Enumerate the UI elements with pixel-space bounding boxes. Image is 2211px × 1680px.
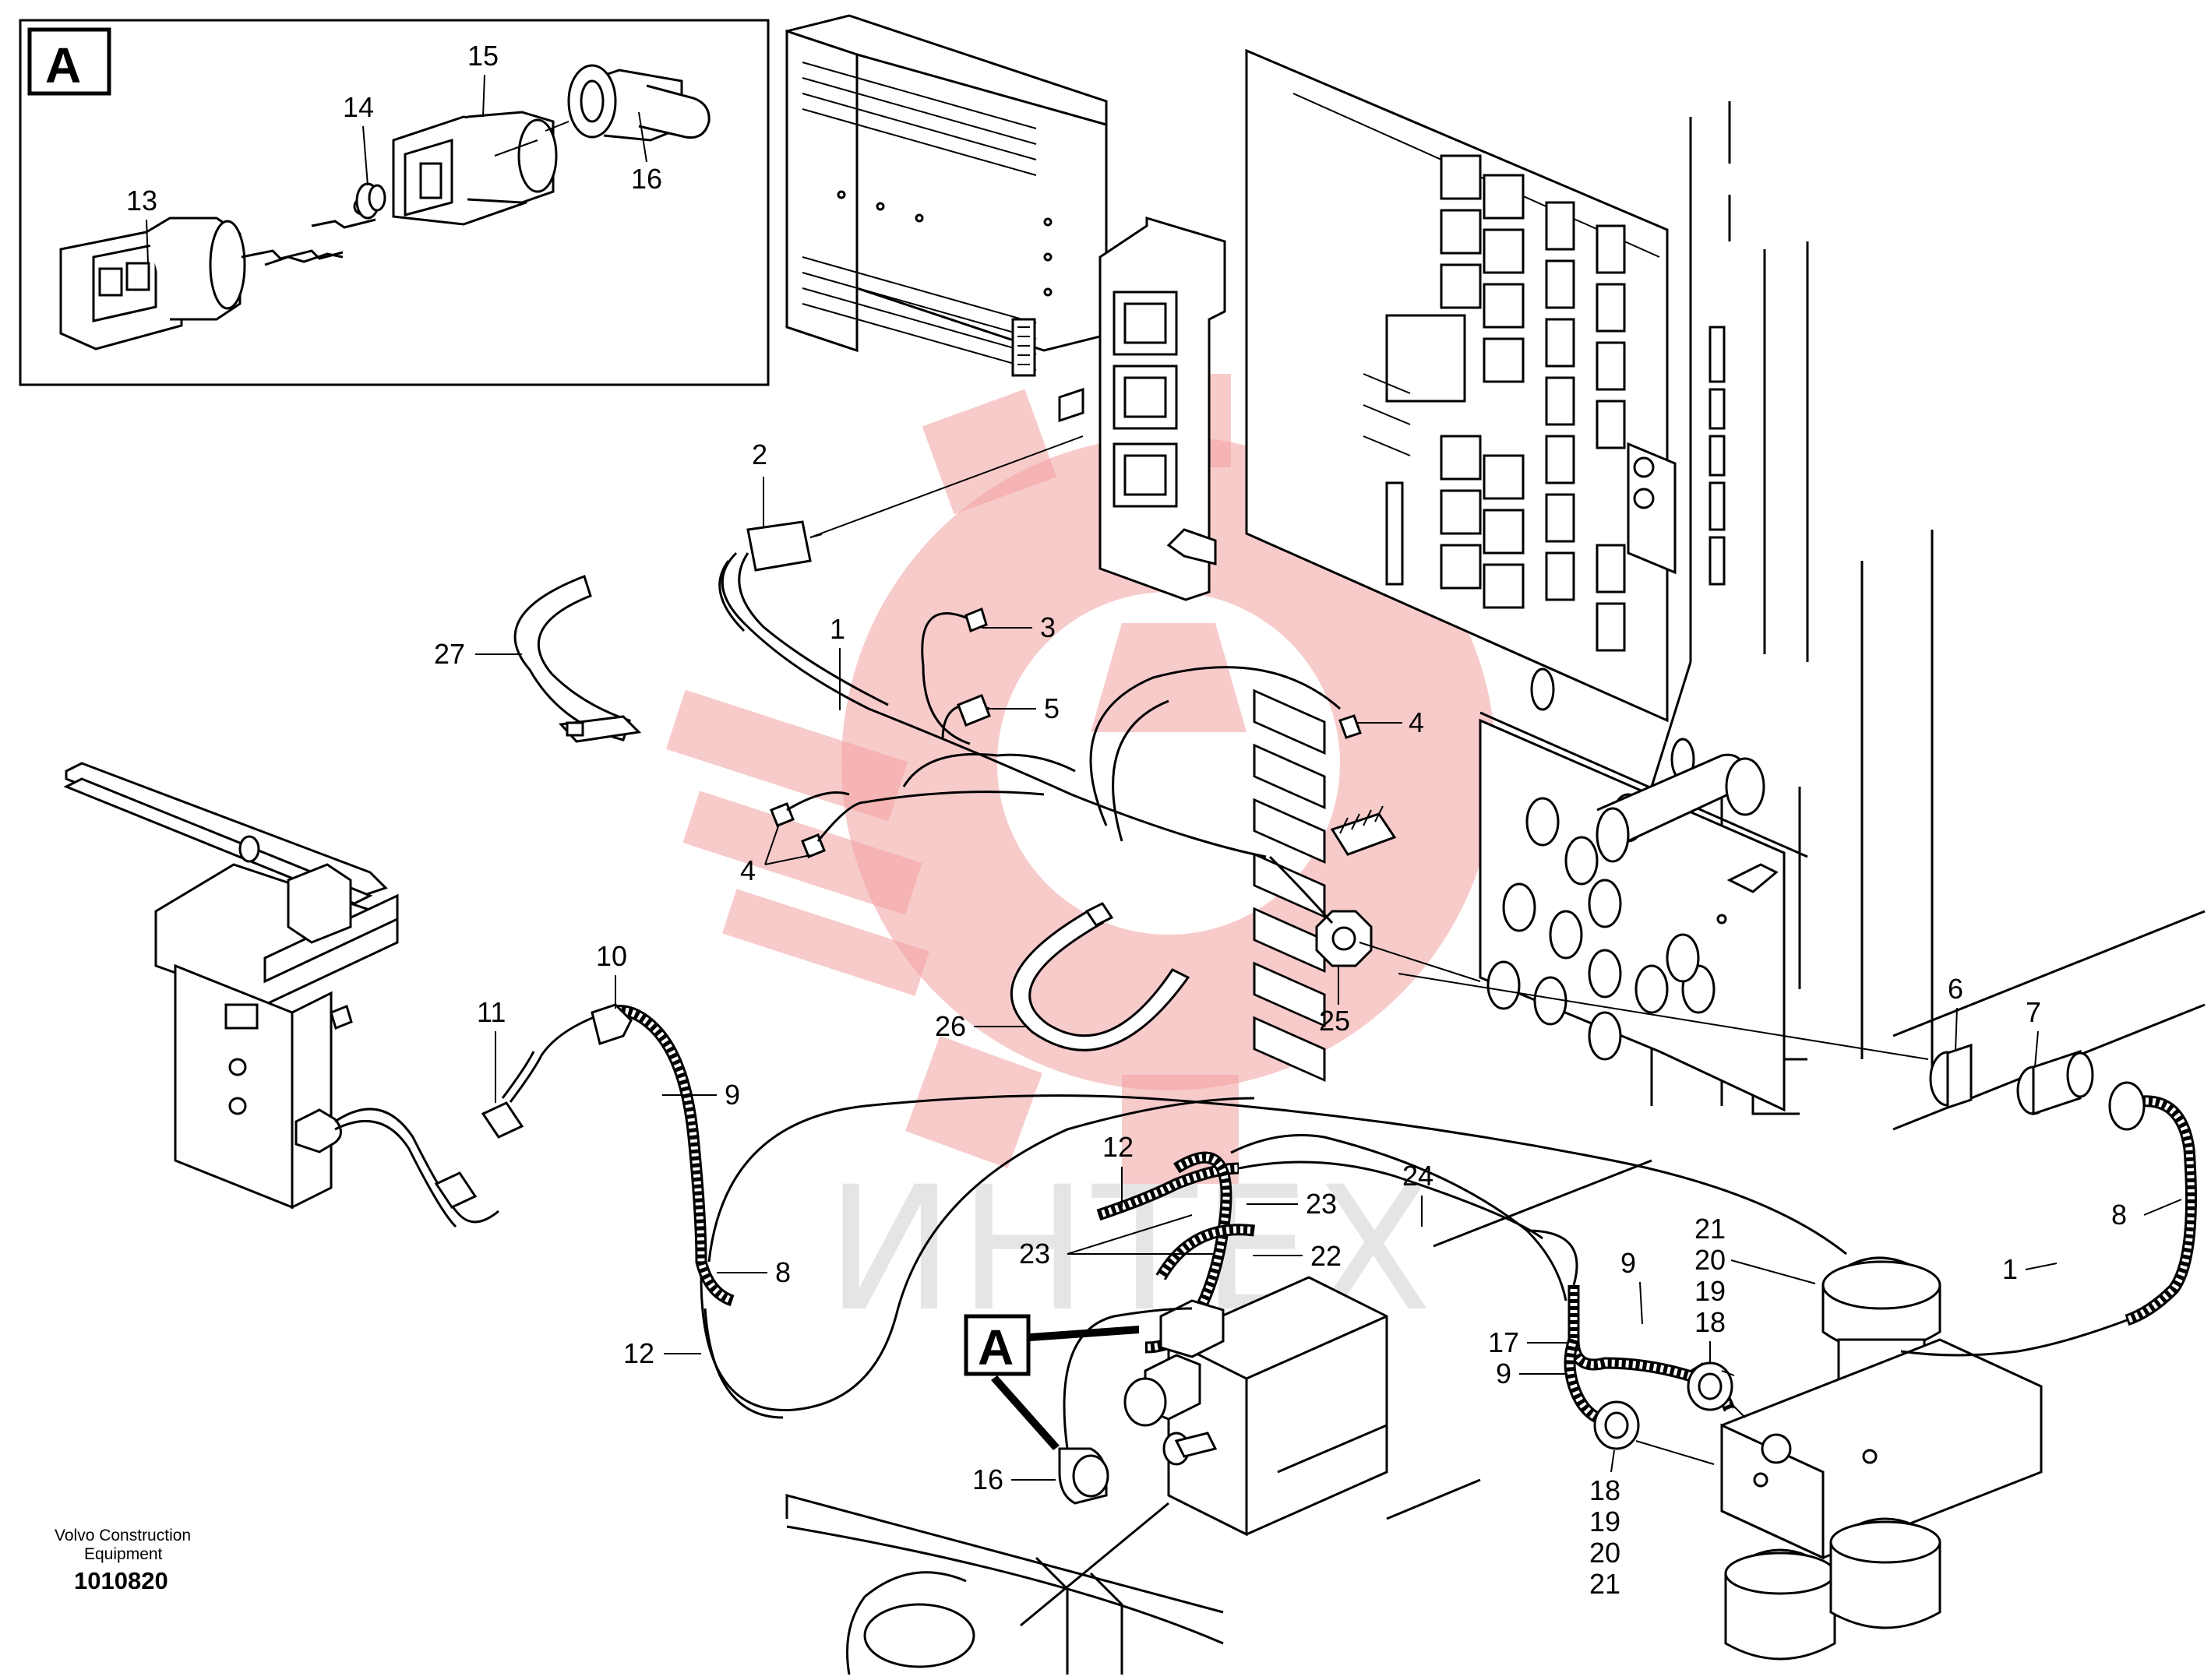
detail-a-reference-letter: A <box>978 1319 1014 1375</box>
cable-tie-26 <box>1010 902 1190 1051</box>
callout-14: 14 <box>343 91 374 123</box>
caption-company-line2: Equipment <box>84 1545 163 1563</box>
callout-3: 3 <box>1040 611 1056 643</box>
elbow-cap-16 <box>1058 1447 1109 1505</box>
callout-9-left: 9 <box>725 1079 740 1111</box>
connector-housing-13 <box>59 217 246 350</box>
callout-2: 2 <box>752 438 767 470</box>
cab-panel <box>1433 101 2206 1248</box>
callout-16-inset: 16 <box>631 163 662 195</box>
callout-27: 27 <box>434 638 465 670</box>
detail-a-inset: A <box>19 19 770 386</box>
callout-9-right-lower: 9 <box>1496 1358 1511 1389</box>
arrow-to-elbow <box>991 1375 1060 1450</box>
nut-25 <box>1315 910 1373 967</box>
mounting-bracket <box>1098 216 1226 601</box>
callout-22: 22 <box>1310 1240 1342 1272</box>
callout-10: 10 <box>596 940 627 972</box>
callout-1: 1 <box>830 613 845 645</box>
callout-5: 5 <box>1044 692 1060 724</box>
callout-15: 15 <box>467 40 499 72</box>
machine-lower-outline <box>785 1424 1481 1675</box>
detail-a-letter: A <box>45 37 81 93</box>
harness-8-loop <box>700 1094 1847 1419</box>
callout-8-right: 8 <box>2111 1199 2127 1231</box>
drawing-number: 1010820 <box>74 1567 168 1594</box>
connector-4-right <box>1338 714 1362 739</box>
callout-20-top: 20 <box>1694 1244 1726 1276</box>
foot-pedal <box>63 762 399 1210</box>
callout-13: 13 <box>126 185 157 217</box>
seal-14 <box>355 182 386 220</box>
callout-17: 17 <box>1488 1326 1519 1358</box>
callout-4-left: 4 <box>740 854 756 886</box>
board-fuse-row-a <box>1545 201 1626 652</box>
callout-4-right: 4 <box>1409 706 1424 738</box>
callout-12-top: 12 <box>1102 1131 1134 1163</box>
caption-company-line1: Volvo Construction <box>55 1527 191 1544</box>
detail-a-reference-box <box>964 1314 1031 1376</box>
callout-19-bottom: 19 <box>1589 1506 1620 1537</box>
callouts: 2 1 3 5 4 4 27 26 25 10 11 9 8 12 12 23 … <box>434 438 2182 1600</box>
callout-6: 6 <box>1948 973 1963 1005</box>
board-connectors-left <box>1253 689 1326 1083</box>
callout-26: 26 <box>935 1010 966 1042</box>
housing-15 <box>392 111 558 226</box>
arrow-to-solenoid <box>1030 1326 1139 1341</box>
grommet-plate <box>1479 667 1808 1112</box>
callout-11: 11 <box>477 996 506 1028</box>
harness-8-right <box>2108 1081 2197 1326</box>
wiring-harness-1 <box>718 551 1341 924</box>
connector-3 <box>964 607 988 633</box>
solenoid-valve <box>1123 1276 1388 1537</box>
fitting-18-21-upper <box>1687 1361 1735 1411</box>
callout-20-bottom: 20 <box>1589 1537 1620 1569</box>
connector-5 <box>957 694 991 727</box>
callout-24: 24 <box>1402 1160 1433 1192</box>
board-relays <box>1385 154 1525 609</box>
valve-assembly <box>1720 1256 2043 1661</box>
callout-16-main: 16 <box>972 1463 1003 1495</box>
connector-11 <box>434 1101 524 1209</box>
callout-18-top: 18 <box>1694 1306 1726 1338</box>
callout-23-right: 23 <box>1306 1188 1337 1220</box>
cap-16 <box>567 64 711 142</box>
terminal-pins <box>241 197 376 266</box>
callout-25: 25 <box>1319 1005 1350 1037</box>
callout-21-bottom: 21 <box>1589 1568 1620 1600</box>
callout-23-left: 23 <box>1019 1238 1050 1270</box>
clamp-27 <box>513 575 642 743</box>
detail-a-label-box <box>27 27 111 96</box>
terminal-strip <box>1330 805 1397 856</box>
callout-19-top: 19 <box>1694 1275 1726 1307</box>
callout-9-right-top: 9 <box>1620 1247 1636 1279</box>
harness-9-left <box>591 1003 735 1307</box>
relay-circuit-board <box>1245 48 1677 1083</box>
callout-12-left: 12 <box>623 1337 654 1369</box>
callout-18-bottom: 18 <box>1589 1474 1620 1506</box>
fittings-6-7 <box>1929 1043 2094 1116</box>
fitting-18-21-lower <box>1593 1400 1640 1450</box>
callout-1-right: 1 <box>2002 1253 2018 1285</box>
callout-21-top: 21 <box>1694 1213 1726 1245</box>
drawing-caption: Volvo Construction Equipment 1010820 <box>55 1527 191 1594</box>
ecu-control-unit <box>785 14 1108 423</box>
callout-8-left: 8 <box>775 1256 791 1288</box>
vent-slots <box>1708 326 1726 586</box>
connector-2 <box>746 520 823 572</box>
callout-7: 7 <box>2026 996 2041 1028</box>
